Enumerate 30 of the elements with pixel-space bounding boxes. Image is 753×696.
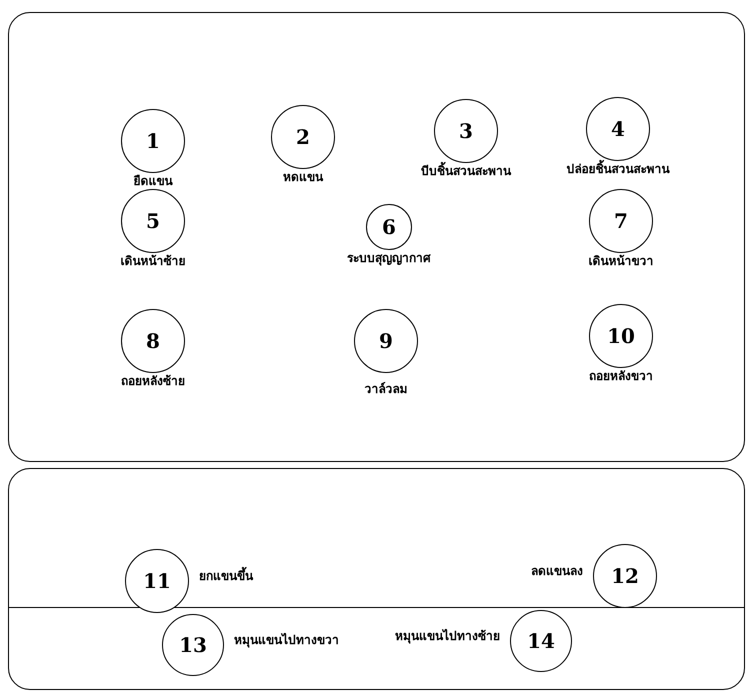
button-label: ลดแขนลง bbox=[531, 564, 583, 578]
round-button: 2 bbox=[271, 105, 335, 169]
button-label: บีบชิ้นสวนสะพาน bbox=[421, 164, 511, 178]
button-label: ยืดแขน bbox=[134, 174, 172, 188]
round-button: 4 bbox=[586, 97, 650, 161]
round-button: 14 bbox=[510, 610, 572, 672]
round-button: 8 bbox=[121, 309, 185, 373]
button-label: ระบบสุญญากาศ bbox=[347, 251, 431, 265]
control-panel bbox=[8, 12, 745, 462]
round-button: 7 bbox=[589, 189, 653, 253]
button-label: ถอยหลังซ้าย bbox=[121, 374, 185, 388]
round-button: 3 bbox=[434, 99, 498, 163]
round-button: 5 bbox=[121, 189, 185, 253]
button-label: หดแขน bbox=[283, 170, 323, 184]
round-button: 6 bbox=[366, 204, 412, 250]
round-button: 12 bbox=[593, 544, 657, 608]
round-button: 13 bbox=[162, 614, 224, 676]
button-label: หมุนแขนไปทางซ้าย bbox=[395, 629, 500, 643]
button-label: เดินหน้าซ้าย bbox=[120, 254, 186, 268]
round-button: 10 bbox=[589, 304, 653, 368]
button-label: ยกแขนขึ้น bbox=[199, 569, 253, 583]
button-label: ปล่อยชิ้นสวนสะพาน bbox=[566, 162, 670, 176]
button-label: เดินหน้าขวา bbox=[588, 254, 654, 268]
round-button: 11 bbox=[125, 549, 189, 613]
round-button: 9 bbox=[354, 309, 418, 373]
round-button: 1 bbox=[121, 109, 185, 173]
button-label: หมุนแขนไปทางขวา bbox=[234, 633, 339, 647]
button-label: วาล์วลม bbox=[364, 382, 408, 396]
button-label: ถอยหลังขวา bbox=[589, 369, 653, 383]
control-panel bbox=[8, 468, 745, 690]
